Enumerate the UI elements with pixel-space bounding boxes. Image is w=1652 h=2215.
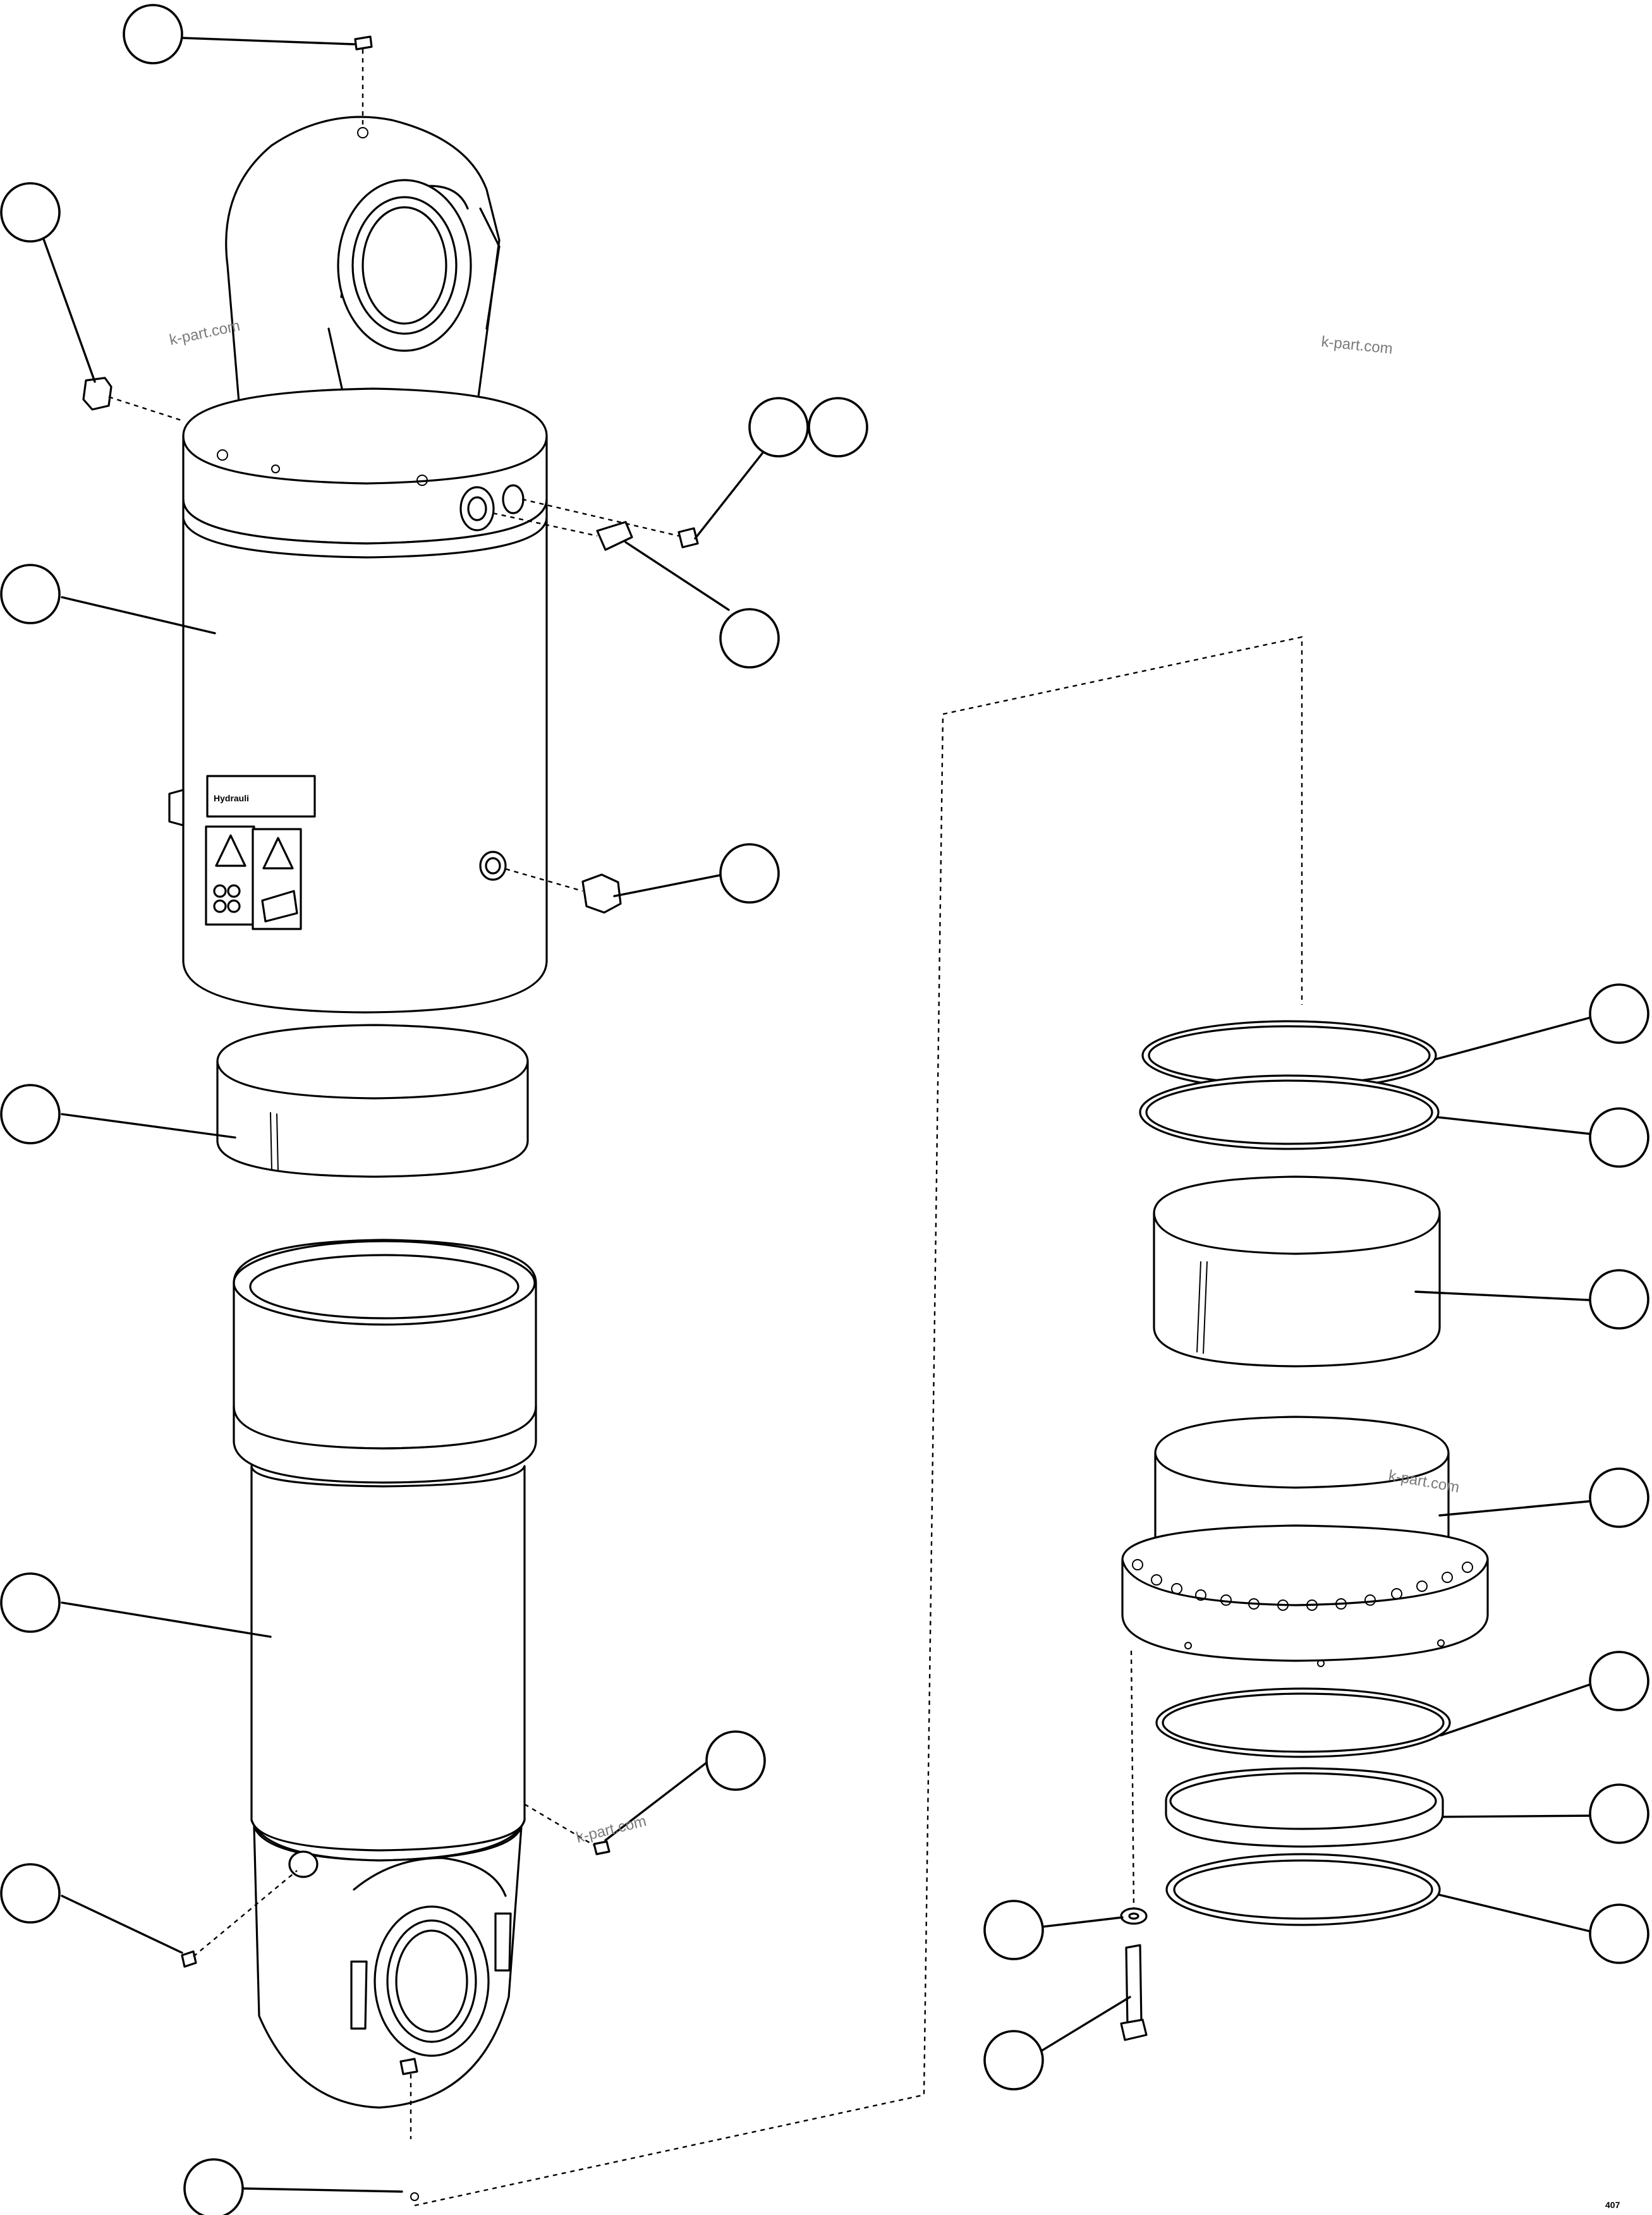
callout-balloons: [0, 4, 1649, 2215]
watermark: k-part.com: [168, 317, 241, 349]
cylinder-rod-assembly: [233, 1239, 537, 2201]
callout-balloon[interactable]: [719, 843, 780, 904]
callout-balloon[interactable]: [1589, 983, 1649, 1044]
callout-balloon[interactable]: [183, 2158, 244, 2215]
plug-left: [82, 377, 184, 422]
warning-decal: Hydrauli: [205, 775, 316, 930]
callout-balloon[interactable]: [1589, 1903, 1649, 1964]
wear-band-left: [216, 1024, 529, 1178]
piston-head: [1121, 1416, 1489, 1667]
grease-fitting-bottom: [399, 2058, 418, 2139]
callout-balloon[interactable]: [0, 1863, 61, 1924]
ppe-required-icon: [213, 884, 227, 898]
grease-fitting-rod: [524, 1803, 610, 1855]
callout-balloon[interactable]: [1589, 1783, 1649, 1844]
callout-balloon[interactable]: [808, 397, 868, 458]
callout-balloon[interactable]: [983, 2030, 1044, 2091]
cylinder-barrel-assembly: Hydrauli: [168, 116, 548, 1014]
callout-balloon[interactable]: [0, 564, 61, 624]
callout-balloon[interactable]: [748, 397, 809, 458]
fitting-assembly-upper: [492, 498, 699, 551]
seal-ring-1: [1155, 1687, 1451, 1758]
port-side: [479, 851, 507, 881]
plug-side-lower: [505, 868, 622, 914]
cylinder-rod-tube: [250, 1465, 526, 1852]
cap-screw: [1120, 1944, 1148, 2041]
port-upper: [459, 486, 495, 531]
callout-balloon[interactable]: [1589, 1467, 1649, 1528]
callout-balloon[interactable]: [705, 1730, 766, 1791]
assembly-connector-line: [414, 636, 1303, 2207]
manual-book-icon: [261, 890, 298, 923]
wear-band-right: [1153, 1175, 1441, 1368]
seal-ring-3: [1165, 1853, 1441, 1926]
leader-lines: [40, 37, 1601, 2193]
callout-balloon[interactable]: [983, 1900, 1044, 1960]
decal-brand: Hydrauli: [214, 793, 249, 803]
watermark: k-part.com: [1320, 333, 1394, 358]
plug-rod-lower-left: [181, 1870, 298, 1968]
watermark: k-part.com: [574, 1812, 648, 1847]
callout-balloon[interactable]: [1589, 1651, 1649, 1711]
seal-ring-2: [1165, 1767, 1444, 1848]
grease-fitting-top: [354, 35, 373, 126]
backup-ring-upper: [1139, 1074, 1440, 1150]
callout-balloon[interactable]: [719, 608, 780, 669]
bottom-eye-bushing: [374, 1905, 490, 2057]
top-eye-bushing: [337, 179, 472, 352]
washer: [1120, 1650, 1148, 1925]
cylinder-barrel: [182, 498, 548, 1014]
callout-balloon[interactable]: [1589, 1269, 1649, 1330]
warning-triangle-icon: [215, 834, 246, 867]
callout-balloon[interactable]: [0, 1572, 61, 1633]
caution-triangle-icon: [262, 837, 294, 870]
corner-mark: 407: [1605, 2200, 1620, 2210]
callout-balloon[interactable]: [0, 182, 61, 243]
piston-bolt-holes: [1132, 1559, 1473, 1667]
callout-balloon[interactable]: [0, 1084, 61, 1144]
callout-balloon[interactable]: [123, 4, 183, 64]
callout-balloon[interactable]: [1589, 1107, 1649, 1168]
